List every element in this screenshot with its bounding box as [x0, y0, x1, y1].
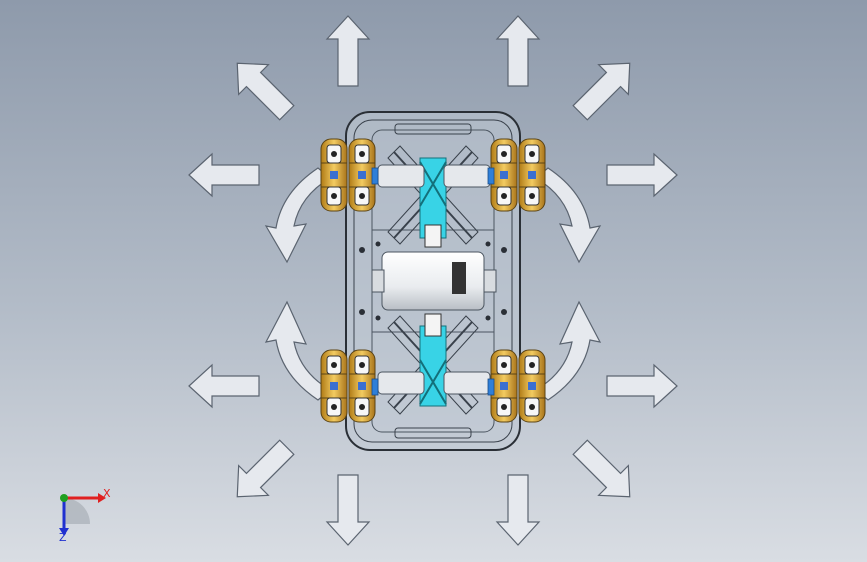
front-connector: [424, 224, 442, 248]
rotate-right-upper-arrow: [534, 167, 602, 264]
diagonal-down-right-arrow: [564, 431, 646, 513]
up-right-arrow: [496, 15, 540, 87]
right-lower-arrow: [606, 364, 678, 408]
left-lower-arrow: [188, 364, 260, 408]
down-right-arrow: [496, 474, 540, 546]
x-axis-label: X: [103, 487, 111, 500]
rotate-right-lower-arrow: [534, 300, 602, 401]
diagonal-down-left-arrow: [221, 431, 303, 513]
rotate-left-lower-arrow: [264, 300, 332, 401]
robot-chassis: [345, 111, 521, 451]
y-axis-dot-icon: [60, 494, 68, 502]
left-upper-arrow: [188, 153, 260, 197]
z-axis-arrowhead-icon: [59, 528, 69, 536]
diagonal-up-right-arrow: [564, 47, 646, 129]
rear-connector: [424, 313, 442, 337]
x-axis-arrowhead-icon: [98, 493, 106, 503]
up-left-arrow: [326, 15, 370, 87]
motor: [371, 251, 497, 311]
z-axis-label: Z: [59, 531, 67, 544]
diagonal-up-left-arrow: [221, 47, 303, 129]
rotate-left-upper-arrow: [264, 167, 332, 264]
axis-triad: X Z: [59, 487, 111, 544]
down-left-arrow: [326, 474, 370, 546]
right-upper-arrow: [606, 153, 678, 197]
